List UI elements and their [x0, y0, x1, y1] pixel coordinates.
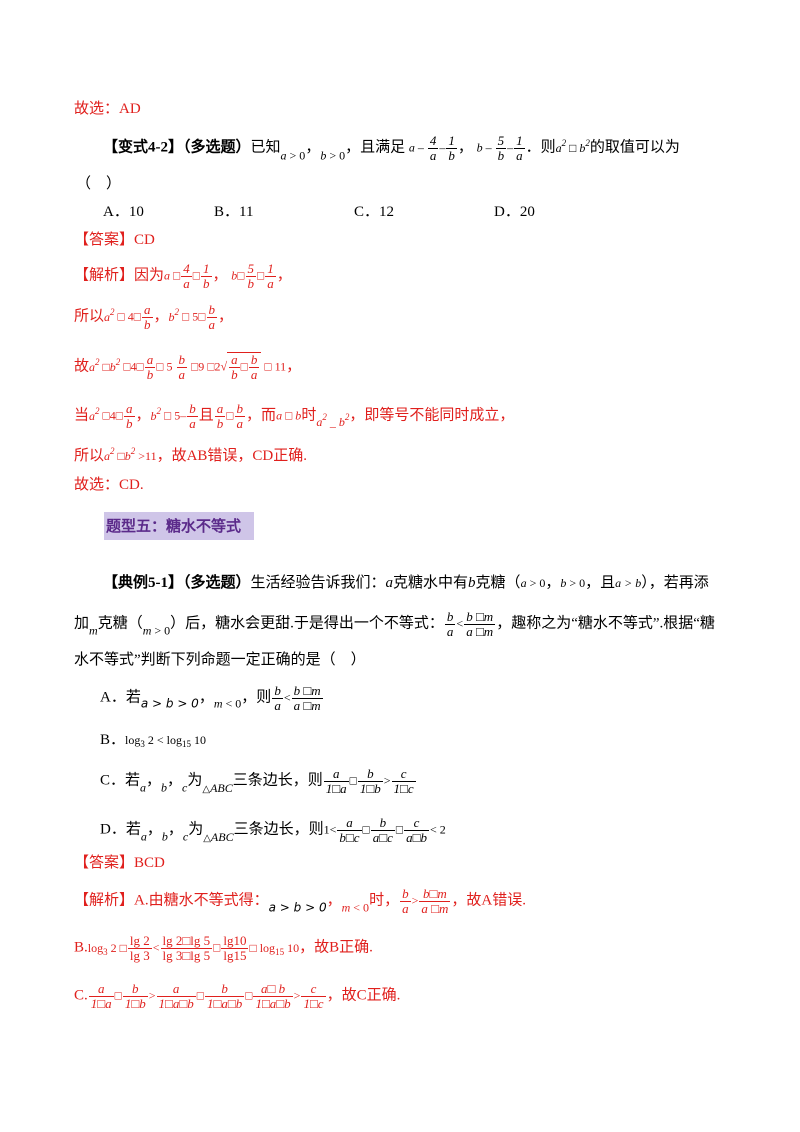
- question-tag: 【典例5-1】: [103, 575, 183, 591]
- question-5-1-line-1: 【典例5-1】（多选题）生活经验告诉我们：a克糖水中有b克糖（a > 0，b >…: [103, 575, 709, 591]
- previous-conclusion: 故选：AD: [74, 101, 141, 117]
- blank-parentheses: （ ）: [76, 176, 122, 192]
- option-a: A．10: [103, 204, 144, 220]
- question-type: （多选题）: [183, 575, 251, 591]
- conclusion-4-2: 故选：CD.: [74, 477, 144, 493]
- analysis-line-5: 所以a2 □b2 >11，故AB错误，CD正确.: [74, 446, 308, 464]
- question-tag: 【变式4-2】: [103, 139, 183, 156]
- option-d: D．20: [494, 204, 535, 220]
- question-5-1-line-3: 水不等式”判断下列命题一定正确的是（ ）: [74, 652, 366, 668]
- question-type: （多选题）: [183, 139, 251, 156]
- section-heading: 题型五：糖水不等式: [104, 512, 254, 540]
- option-b: B．11: [214, 204, 254, 220]
- answer-4-2: 【答案】CD: [74, 232, 155, 248]
- option-c: C．12: [354, 204, 395, 220]
- options-row: A．10 B．11 C．12 D．20: [103, 200, 535, 221]
- option-b-5-1: B．log3 2 < log15 10: [100, 732, 206, 749]
- answer-5-1: 【答案】BCD: [74, 855, 165, 871]
